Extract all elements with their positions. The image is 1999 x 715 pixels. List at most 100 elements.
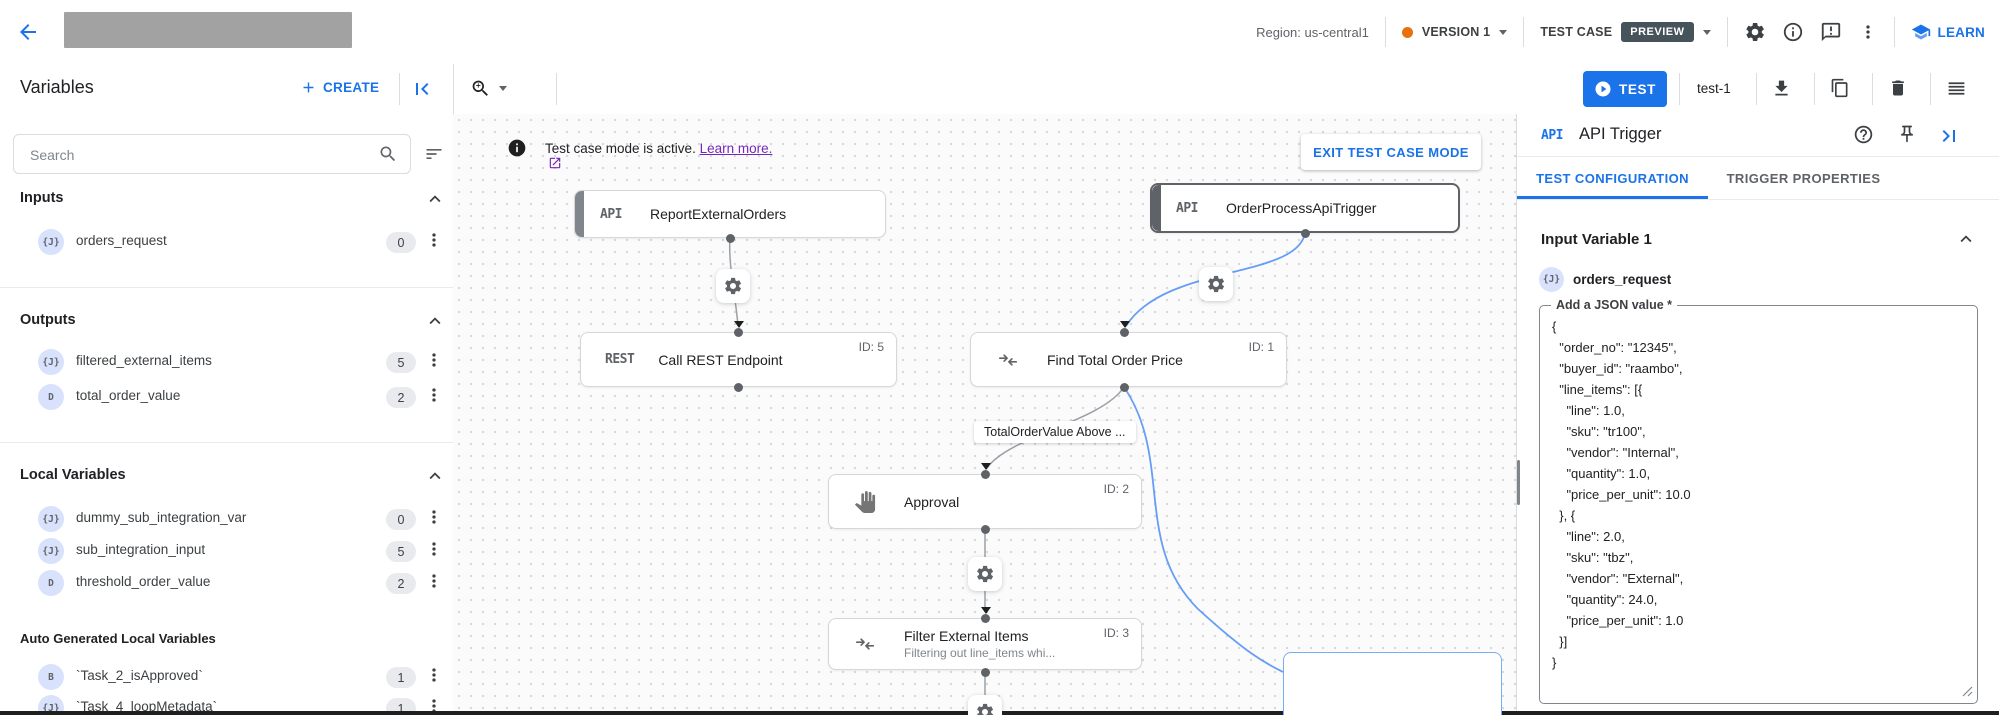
variable-row[interactable]: B `Task_2_isApproved` 1 — [0, 664, 453, 692]
connection-port — [1301, 229, 1310, 238]
data-mapping-icon — [854, 633, 876, 655]
more-vert-icon[interactable] — [424, 385, 444, 405]
more-vert-icon[interactable] — [424, 665, 444, 685]
create-variable-button[interactable]: CREATE — [300, 79, 379, 96]
version-selector[interactable]: VERSION 1 — [1401, 25, 1508, 39]
panel-variable-name: orders_request — [1573, 272, 1672, 287]
panel-tabs: TEST CONFIGURATION TRIGGER PROPERTIES — [1517, 156, 1999, 200]
node-accent-bar — [1152, 185, 1161, 231]
node-approval[interactable]: Approval ID: 2 — [828, 474, 1142, 529]
edge-gear-icon[interactable] — [968, 557, 1002, 591]
node-filter-external-items[interactable]: Filter External Items Filtering out line… — [828, 618, 1142, 670]
variable-row[interactable]: {J} orders_request 0 — [0, 229, 453, 257]
preview-badge: PREVIEW — [1621, 22, 1694, 42]
collapse-panel-icon[interactable] — [1937, 124, 1961, 148]
integration-name-redacted — [64, 12, 352, 48]
divider — [1679, 73, 1680, 105]
divider — [1756, 73, 1757, 105]
plus-icon — [303, 82, 314, 93]
external-link-icon — [549, 157, 561, 169]
more-vert-icon[interactable] — [424, 571, 444, 591]
count-badge: 2 — [386, 573, 416, 594]
variables-sidebar: Inputs {J} orders_request 0 Outputs {J} … — [0, 114, 454, 715]
zoom-control[interactable] — [470, 78, 507, 99]
chevron-up-icon[interactable] — [1955, 228, 1977, 250]
feedback-icon[interactable] — [1820, 21, 1842, 43]
section-local-variables: Local Variables — [20, 467, 126, 483]
json-type-badge: {J} — [38, 229, 64, 255]
node-call-rest-endpoint[interactable]: REST Call REST Endpoint ID: 5 — [580, 332, 897, 387]
more-vert-icon[interactable] — [424, 539, 444, 559]
divider — [1384, 17, 1386, 47]
divider — [399, 73, 400, 105]
variable-row[interactable]: {J} sub_integration_input 5 — [0, 538, 453, 566]
tab-trigger-properties[interactable]: TRIGGER PROPERTIES — [1726, 170, 1881, 186]
variable-row[interactable]: D threshold_order_value 2 — [0, 570, 453, 598]
help-icon[interactable] — [1853, 124, 1874, 145]
back-arrow-icon[interactable] — [16, 20, 40, 44]
json-type-badge: {J} — [38, 538, 64, 564]
api-trigger-config-panel: API API Trigger TEST CONFIGURATION TRIGG… — [1516, 114, 1999, 715]
variables-toolbar: Variables CREATE TEST test-1 — [0, 64, 1999, 115]
workflow-canvas[interactable]: Test case mode is active. Learn more. EX… — [453, 114, 1516, 715]
connection-port — [980, 607, 991, 623]
api-badge: API — [600, 206, 622, 222]
learn-link[interactable]: LEARN — [1911, 22, 1986, 42]
download-icon[interactable] — [1771, 78, 1792, 99]
node-report-external-orders[interactable]: API ReportExternalOrders — [574, 190, 886, 238]
node-new-empty[interactable] — [1283, 652, 1502, 715]
divider — [0, 442, 453, 443]
more-vert-icon[interactable] — [424, 350, 444, 370]
pin-icon[interactable] — [1897, 124, 1917, 144]
chevron-up-icon[interactable] — [424, 188, 446, 210]
divider — [1814, 73, 1815, 105]
exit-test-case-mode-button[interactable]: EXIT TEST CASE MODE — [1301, 134, 1481, 170]
connection-port — [981, 525, 990, 534]
edge-gear-icon[interactable] — [968, 695, 1002, 715]
more-vert-icon[interactable] — [424, 507, 444, 527]
chevron-up-icon[interactable] — [424, 310, 446, 332]
delete-icon[interactable] — [1888, 78, 1908, 98]
test-case-name[interactable]: test-1 — [1697, 81, 1731, 96]
variable-row[interactable]: {J} `Task_4_loopMetadata` 1 — [0, 695, 453, 715]
node-id: ID: 2 — [1103, 482, 1129, 496]
edge-gear-icon[interactable] — [1199, 267, 1233, 301]
test-button[interactable]: TEST — [1583, 71, 1667, 107]
count-badge: 5 — [386, 541, 416, 562]
variable-row[interactable]: D total_order_value 2 — [0, 384, 453, 412]
count-badge: 0 — [386, 232, 416, 253]
copy-icon[interactable] — [1830, 78, 1850, 98]
chevron-up-icon[interactable] — [424, 465, 446, 487]
learn-more-link[interactable]: Learn more. — [699, 141, 773, 156]
variable-row[interactable]: {J} dummy_sub_integration_var 0 — [0, 506, 453, 534]
collapse-sidebar-icon[interactable] — [410, 77, 434, 101]
input-variable-section-title: Input Variable 1 — [1541, 231, 1652, 248]
node-id: ID: 1 — [1248, 340, 1274, 354]
edge-condition-label[interactable]: TotalOrderValue Above ... — [974, 421, 1136, 443]
variable-row[interactable]: {J} filtered_external_items 5 — [0, 349, 453, 377]
more-vert-icon[interactable] — [424, 230, 444, 250]
json-field-label: Add a JSON value * — [1551, 298, 1678, 312]
divider — [453, 64, 454, 114]
panel-scrollbar-thumb[interactable] — [1517, 460, 1520, 505]
settings-gear-icon[interactable] — [1744, 21, 1766, 43]
test-case-selector[interactable]: TEST CASE PREVIEW — [1540, 22, 1711, 42]
node-find-total-order-price[interactable]: Find Total Order Price ID: 1 — [970, 332, 1287, 387]
menu-list-icon[interactable] — [1946, 78, 1967, 99]
count-badge: 5 — [386, 352, 416, 373]
info-filled-icon — [507, 138, 527, 158]
sort-filter-icon[interactable] — [424, 144, 444, 164]
zoom-in-icon — [472, 80, 488, 96]
tab-test-configuration[interactable]: TEST CONFIGURATION — [1517, 157, 1708, 199]
more-vert-icon[interactable] — [424, 696, 444, 715]
connection-port — [1120, 383, 1129, 392]
more-vert-icon[interactable] — [1858, 22, 1878, 42]
info-icon[interactable] — [1782, 21, 1804, 43]
connection-port — [981, 668, 990, 677]
search-input[interactable] — [28, 135, 372, 175]
count-badge: 1 — [386, 667, 416, 688]
edge-gear-icon[interactable] — [716, 269, 750, 303]
node-order-process-api-trigger[interactable]: API OrderProcessApiTrigger — [1150, 183, 1460, 233]
json-value-textarea[interactable]: { "order_no": "12345", "buyer_id": "raam… — [1539, 305, 1978, 704]
